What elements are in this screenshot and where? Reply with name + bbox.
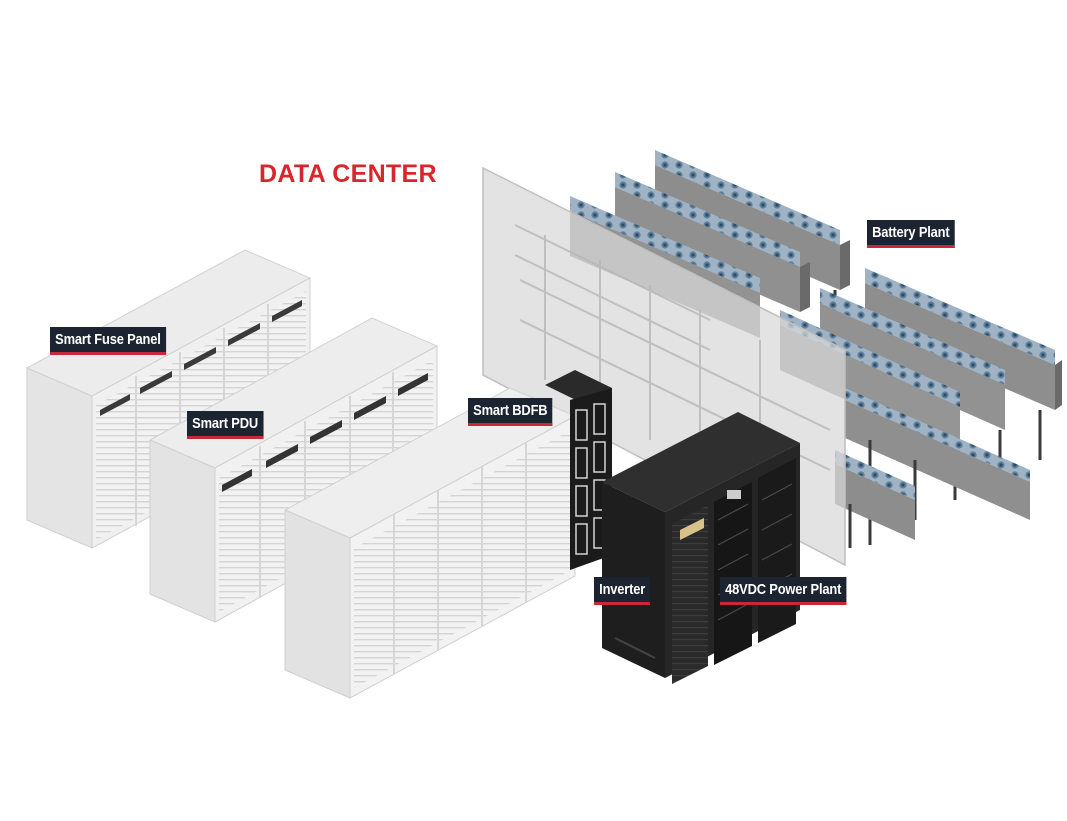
smart-fuse-panel-label: Smart Fuse Panel: [50, 327, 166, 355]
battery-plant-label: Battery Plant: [867, 220, 955, 248]
power-plant-cabinet: [602, 412, 800, 684]
page-title: DATA CENTER: [259, 160, 437, 188]
inverter-label: Inverter: [594, 577, 651, 605]
smart-pdu-label: Smart PDU: [187, 411, 264, 439]
smart-bdfb-label: Smart BDFB: [468, 398, 553, 426]
power-plant-label: 48VDC Power Plant: [720, 577, 847, 605]
